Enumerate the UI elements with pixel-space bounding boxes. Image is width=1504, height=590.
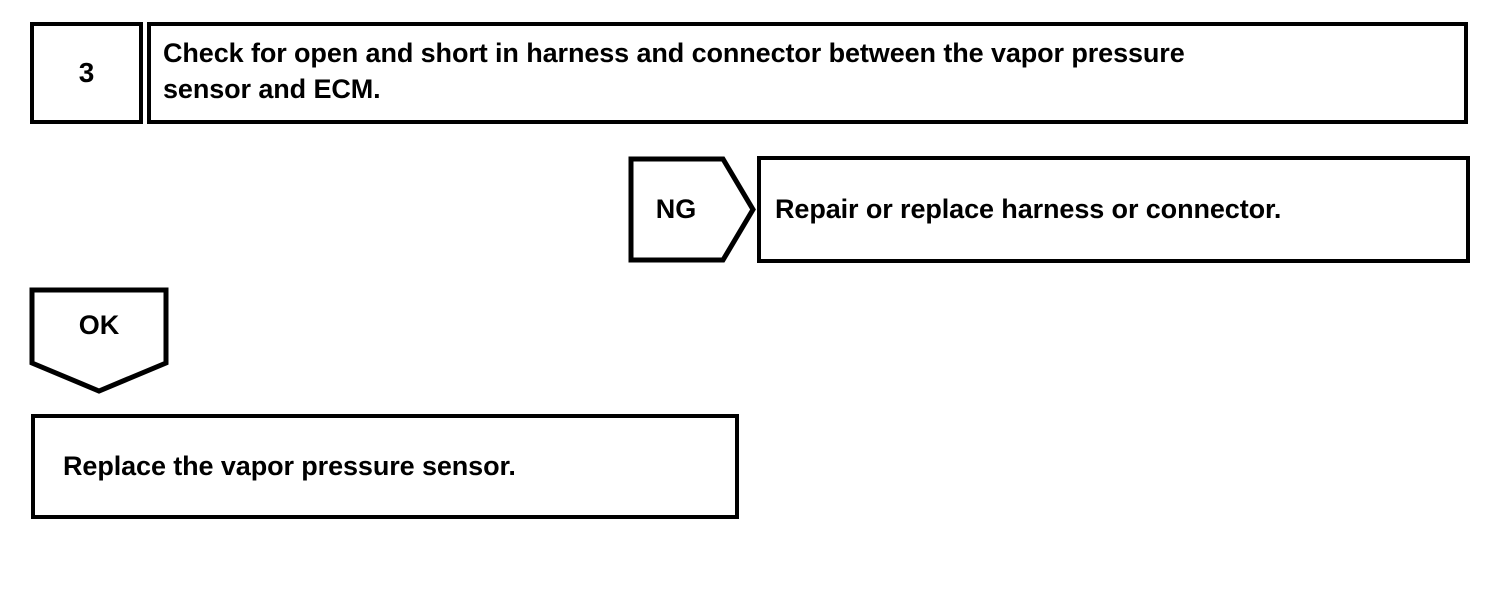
step-number: 3 (78, 57, 95, 88)
ok-branch-arrow: OK (29, 287, 169, 394)
step-instruction-cell: Check for open and short in harness and … (147, 22, 1468, 124)
ok-result-text: Replace the vapor pressure sensor. (63, 451, 516, 481)
ok-pentagon-icon (29, 287, 169, 394)
ok-result-box: Replace the vapor pressure sensor. (31, 414, 739, 519)
ng-pentagon-icon (628, 156, 756, 263)
ng-result-box: Repair or replace harness or connector. (757, 156, 1470, 263)
ok-branch-label: OK (78, 309, 120, 340)
step-row: 3 Check for open and short in harness an… (30, 22, 1468, 124)
ng-branch-label: NG (655, 194, 697, 224)
ng-branch-arrow: NG (628, 156, 756, 263)
step-instruction-line-2: sensor and ECM. (163, 74, 381, 104)
step-number-cell: 3 (30, 22, 143, 124)
ng-result-text: Repair or replace harness or connector. (775, 194, 1282, 224)
step-instruction-line-1: Check for open and short in harness and … (163, 38, 1185, 68)
